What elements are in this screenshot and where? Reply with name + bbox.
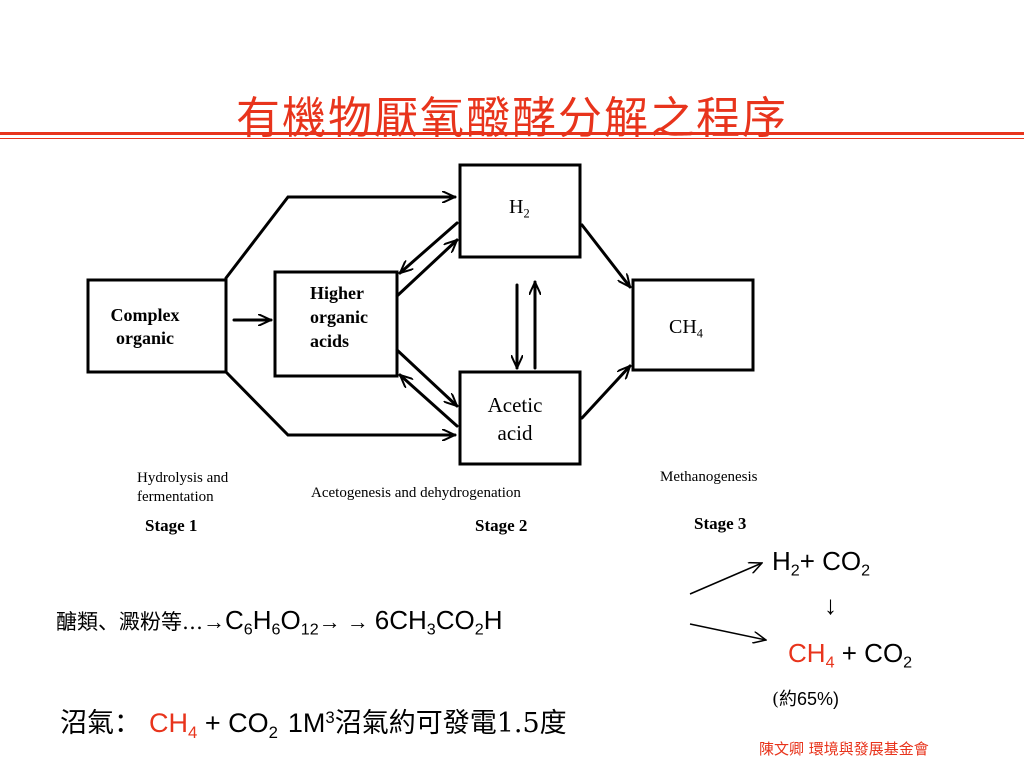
h2-sub: 2 [523, 206, 530, 221]
ch4-sub: 4 [696, 326, 703, 341]
glucose-h-sub: 6 [271, 620, 281, 639]
acetic-line2: acid [497, 421, 533, 445]
box-ch4 [631, 278, 755, 372]
higher-line1: Higher [310, 283, 364, 303]
biogas-volume: 1M [287, 708, 326, 739]
branch2-co: + CO [834, 638, 904, 668]
acetic-part1: 6CH [374, 605, 427, 635]
acetic-part2: CO [435, 605, 475, 635]
complex-line1: Complex [110, 305, 180, 325]
acetic-line1: Acetic [487, 393, 543, 417]
title-rule-thin [0, 138, 1024, 139]
title-rule-thick [0, 132, 1024, 135]
acetic-sub2: 2 [474, 620, 484, 639]
complex-organic-label: Complex organic [100, 304, 190, 350]
glucose-c-sub: 6 [243, 620, 253, 639]
higher-acids-label: Higher organic acids [310, 281, 368, 353]
reaction-equation: 醣類、澱粉等…→C6H6O12→ →6CH3CO2H [56, 603, 503, 647]
slide-title: 有機物厭氧醱酵分解之程序 [236, 93, 788, 144]
branch1-h: H [772, 546, 791, 576]
footer-credit: 陳文卿 環境與發展基金會 [759, 740, 929, 758]
arrow-higher-to-acetic [395, 348, 457, 406]
stage1-label: Stage 1 [145, 516, 198, 535]
acetic-acid-label: Acetic acid [470, 391, 560, 447]
box-higher-acids [273, 270, 399, 378]
branch2-ch-sub: 4 [825, 653, 835, 672]
higher-line2: organic [310, 307, 368, 327]
h2-label: H2 [509, 196, 530, 221]
higher-line3: acids [310, 331, 350, 351]
branch1-co: + CO [799, 546, 862, 576]
complex-line2: organic [116, 328, 174, 348]
biogas-line: 沼氣： CH4 + CO2 1M3沼氣約可發電1.5度 [60, 700, 567, 751]
branch1-co-sub: 2 [861, 561, 871, 580]
biogas-ch-sub: 4 [188, 723, 198, 743]
stage2-description: Acetogenesis and dehydrogenation [311, 485, 521, 501]
arrow-h2-to-higher [400, 221, 459, 273]
box-complex-organic [86, 278, 228, 374]
branch2-co-sub: 2 [903, 653, 913, 672]
percent-prefix: (約 [772, 689, 798, 710]
stage1-desc-line2: fermentation [137, 489, 214, 505]
arrow-h2-to-ch4 [580, 223, 632, 287]
branch-ch4-co2: CH4 + CO2 [788, 638, 912, 673]
glucose-o-sub: 12 [300, 620, 319, 639]
glucose-h: H [252, 605, 272, 635]
arrow-reaction-to-h2co2 [689, 563, 762, 595]
biogas-co-sub: 2 [268, 723, 278, 743]
arrow-reaction-to-ch4co2 [689, 623, 766, 640]
reaction-double-arrow: → → [318, 609, 369, 634]
arrow-acetic-to-ch4 [580, 366, 630, 420]
down-arrow: ↓ [824, 590, 837, 620]
stage1-desc-line1: Hydrolysis and [137, 470, 229, 486]
methane-percent: (約65%) [772, 685, 839, 711]
ch4-base: CH [669, 316, 697, 338]
reaction-arrow: → [203, 609, 225, 634]
glucose-c: C [225, 605, 244, 635]
acetic-part3: H [483, 605, 503, 635]
branch2-ch: CH [788, 638, 826, 668]
glucose-o: O [280, 605, 301, 635]
box-acetic-acid [458, 370, 582, 466]
reaction-start: 醣類、澱粉等… [56, 610, 203, 634]
arrow-complex-to-h2 [224, 197, 457, 280]
h2-base: H [509, 196, 524, 218]
biogas-label: 沼氣： [60, 708, 141, 740]
biogas-ch: CH [149, 708, 188, 739]
acetic-formula: 6CH3CO2H [369, 605, 503, 639]
arrow-complex-to-acetic [224, 370, 457, 435]
biogas-volume-sup: 3 [325, 708, 335, 727]
branch1-h-sub: 2 [790, 561, 800, 580]
stage3-description: Methanogenesis [660, 469, 758, 485]
biogas-co: + CO [197, 708, 269, 739]
stage1-description: Hydrolysis and fermentation [137, 469, 228, 507]
box-h2 [458, 163, 582, 259]
ch4-label: CH4 [669, 316, 703, 341]
arrow-higher-to-h2 [395, 240, 457, 298]
biogas-text: 沼氣約可發電1.5度 [334, 708, 567, 740]
percent-value: 65%) [797, 689, 840, 709]
stage3-label: Stage 3 [694, 514, 747, 533]
stage2-label: Stage 2 [475, 516, 528, 535]
acetic-sub1: 3 [426, 620, 436, 639]
arrow-acetic-to-higher [400, 375, 459, 428]
glucose-formula: C6H6O12 [225, 605, 319, 639]
branch-h2-co2: H2+ CO2 [772, 546, 870, 581]
